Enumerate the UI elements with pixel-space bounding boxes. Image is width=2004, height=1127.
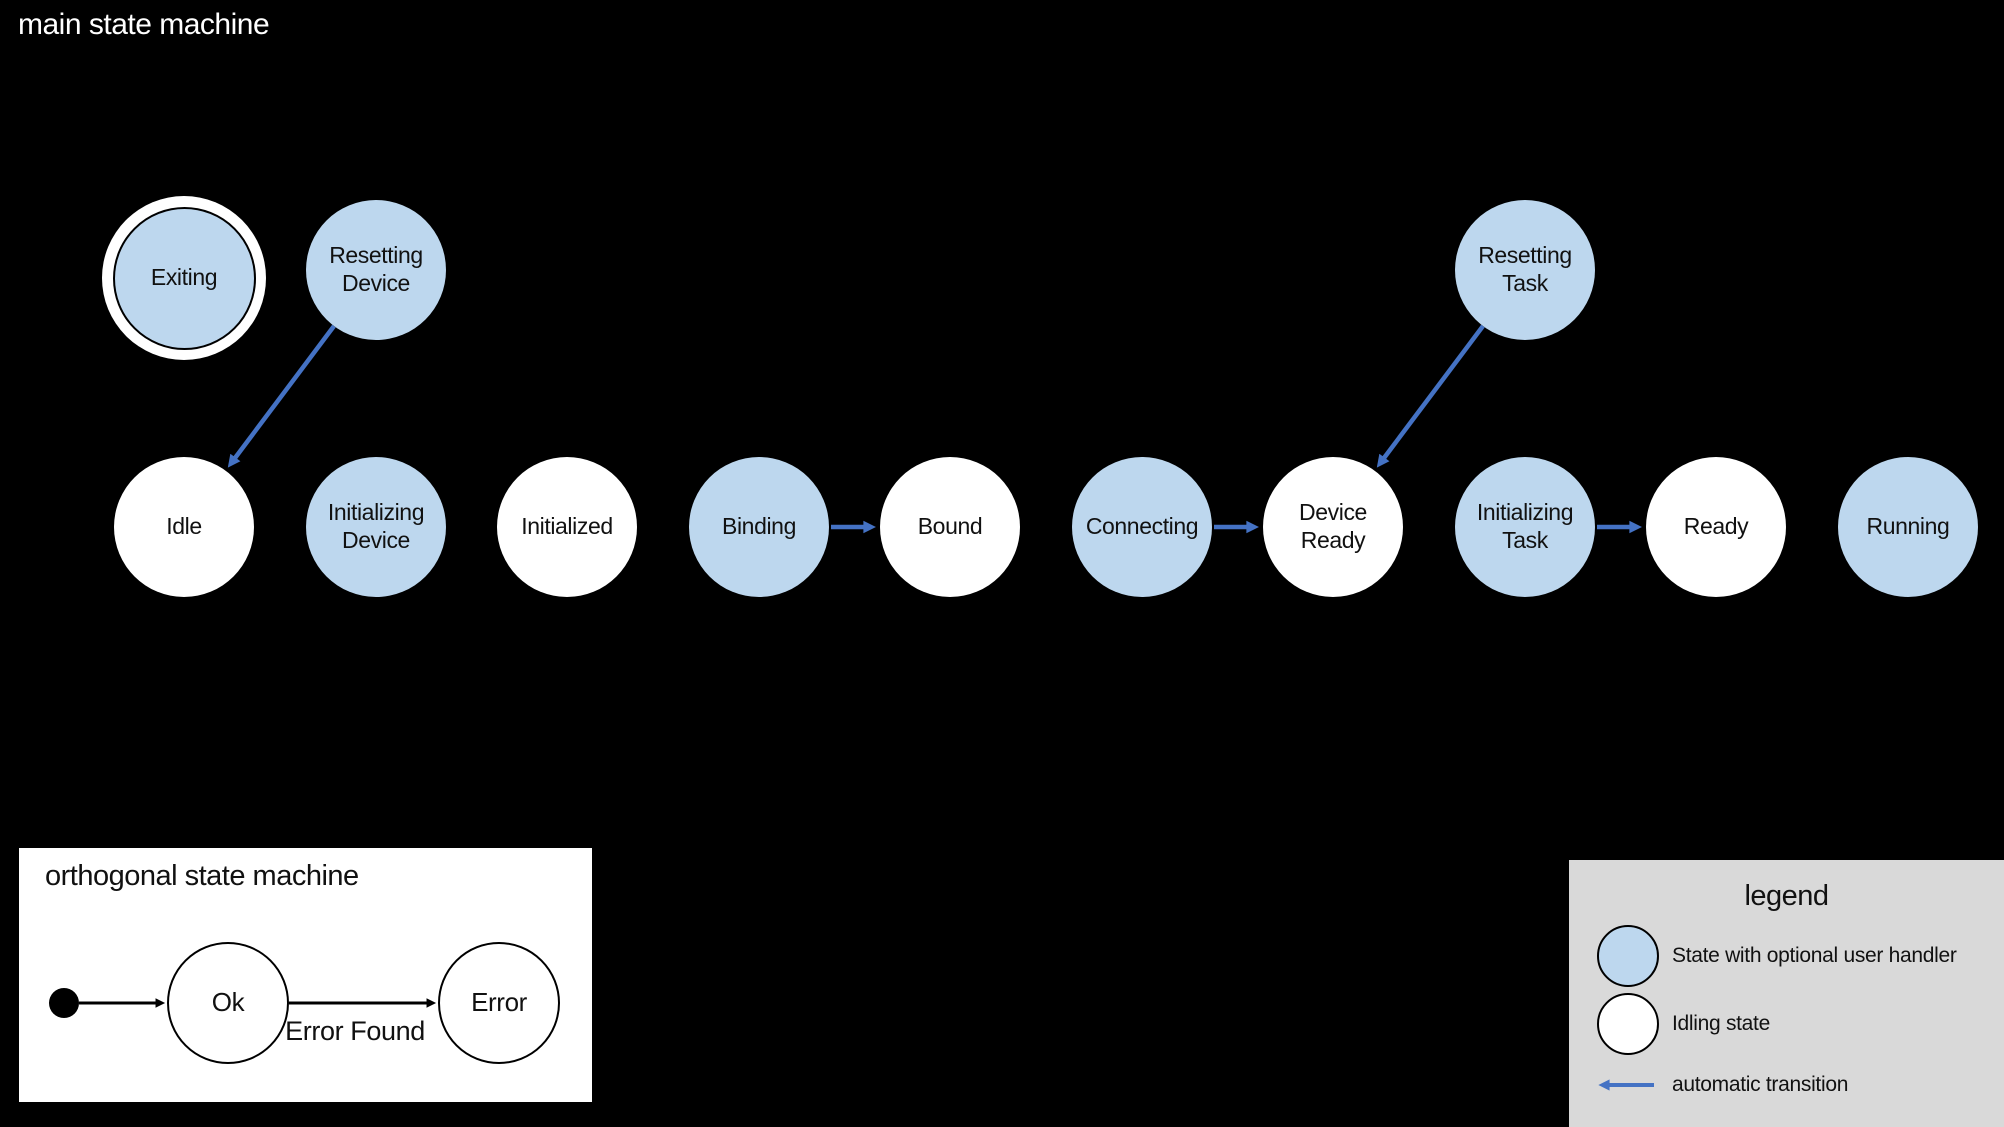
state-label: Error xyxy=(471,987,527,1018)
state-resetting-device: Resetting Device xyxy=(306,200,446,340)
state-exiting-inner-circle: Exiting xyxy=(112,206,256,350)
state-label: Bound xyxy=(917,513,983,540)
state-binding: Binding xyxy=(689,457,829,597)
legend-panel: legend State with optional user handler … xyxy=(1569,860,2004,1127)
legend-idling-state-swatch xyxy=(1597,993,1659,1055)
state-connecting: Connecting xyxy=(1072,457,1212,597)
legend-item-label: State with optional user handler xyxy=(1672,944,1957,967)
initial-state-dot xyxy=(49,988,79,1018)
transition-arrow-resetting-task-to-device-ready xyxy=(1376,324,1485,468)
state-idle: Idle xyxy=(114,457,254,597)
state-initializing-task: Initializing Task xyxy=(1455,457,1595,597)
state-running: Running xyxy=(1838,457,1978,597)
main-diagram-title: main state machine xyxy=(18,8,270,41)
transition-arrow-resetting-device-to-idle xyxy=(227,324,336,468)
legend-title: legend xyxy=(1744,880,1829,912)
state-ok: Ok xyxy=(167,942,289,1064)
orthogonal-state-machine-panel: orthogonal state machine Ok Error Error … xyxy=(19,848,592,1102)
state-initializing-device: Initializing Device xyxy=(306,457,446,597)
state-label: Initialized xyxy=(521,513,613,540)
state-error: Error xyxy=(438,942,560,1064)
state-label: Initializing Device xyxy=(327,499,425,553)
legend-automatic-transition-arrow-icon xyxy=(1598,1079,1654,1091)
state-label: Resetting Device xyxy=(329,242,423,296)
state-label: Connecting xyxy=(1085,513,1199,540)
legend-handler-state-swatch xyxy=(1597,925,1659,987)
state-label: Ready xyxy=(1683,513,1749,540)
state-device-ready: Device Ready xyxy=(1263,457,1403,597)
state-label: Running xyxy=(1866,513,1950,540)
transition-label-error-found: Error Found xyxy=(285,1016,425,1046)
state-label: Resetting Task xyxy=(1478,242,1572,296)
state-resetting-task: Resetting Task xyxy=(1455,200,1595,340)
orthogonal-panel-title: orthogonal state machine xyxy=(45,860,359,892)
state-bound: Bound xyxy=(880,457,1020,597)
state-label: Device Ready xyxy=(1299,499,1367,553)
state-label: Ok xyxy=(211,987,245,1018)
legend-item-label: automatic transition xyxy=(1672,1073,1849,1096)
state-ready: Ready xyxy=(1646,457,1786,597)
state-exiting: Exiting xyxy=(102,196,266,360)
state-label: Exiting xyxy=(150,264,218,291)
state-initialized: Initialized xyxy=(497,457,637,597)
legend-item-label: Idling state xyxy=(1672,1012,1770,1035)
state-label: Idle xyxy=(166,513,202,540)
state-label: Initializing Task xyxy=(1476,499,1574,553)
state-label: Binding xyxy=(722,513,796,540)
